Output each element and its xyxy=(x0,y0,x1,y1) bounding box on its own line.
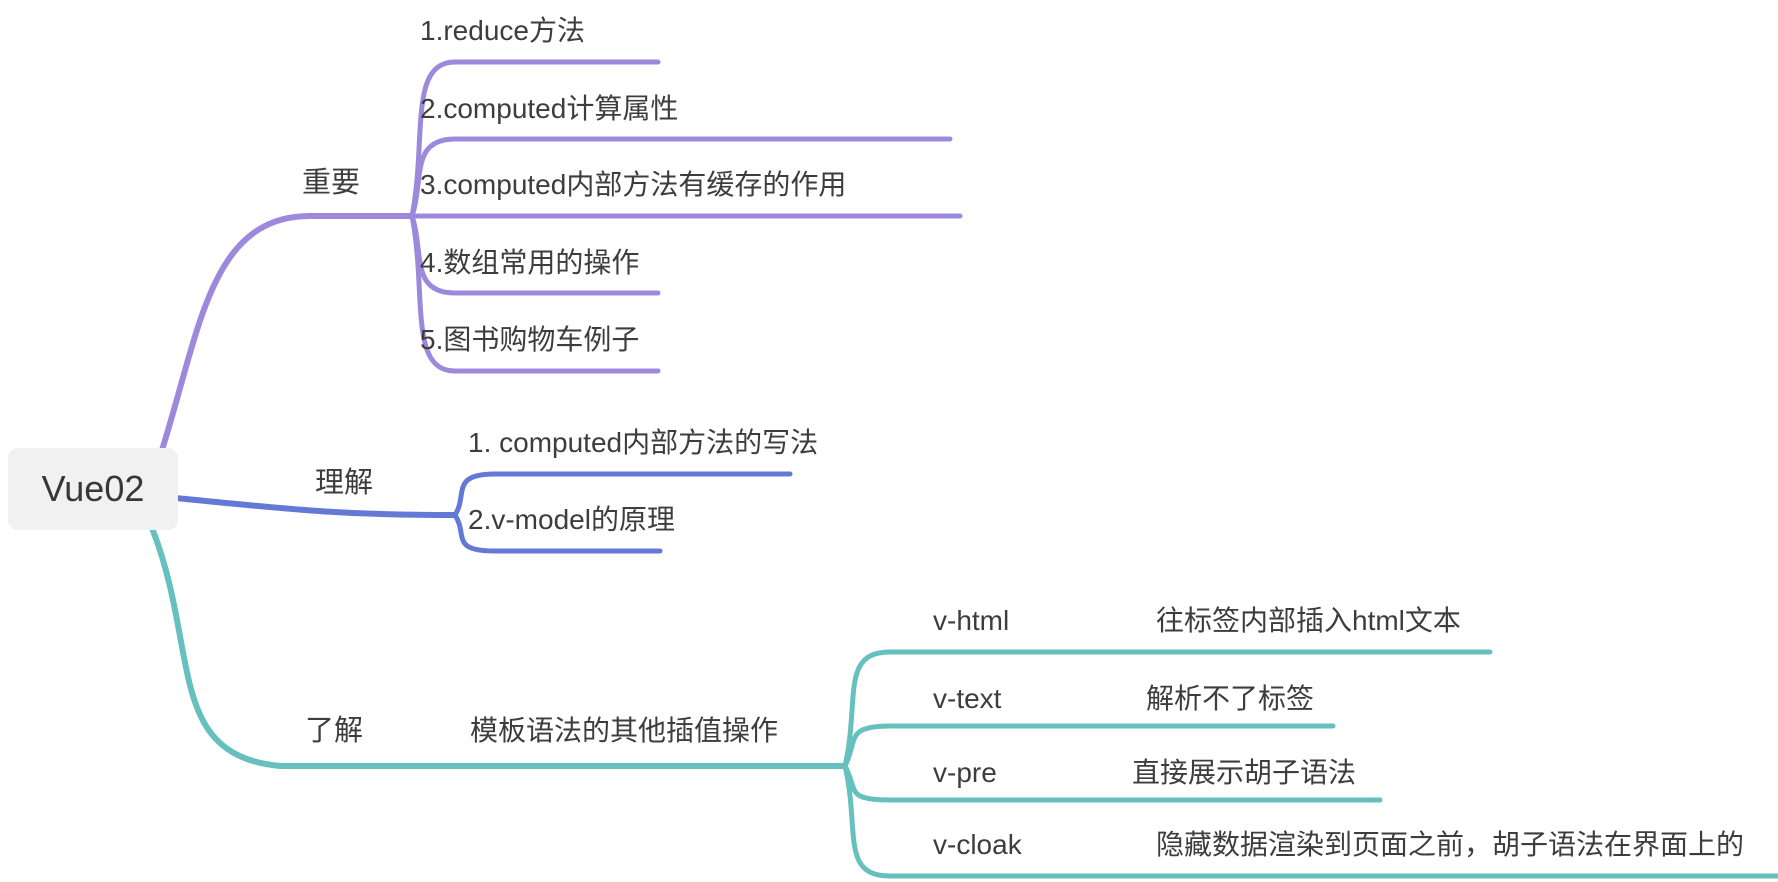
branch-understand-label[interactable]: 理解 xyxy=(315,467,374,499)
branch-understand-lines xyxy=(172,495,458,518)
connector-understand-trunk xyxy=(172,495,458,518)
connector-book-cart xyxy=(409,213,661,374)
connector-vmodel xyxy=(452,512,663,554)
branch-important-lines xyxy=(159,213,415,453)
branch-know-child-lines xyxy=(842,649,1778,879)
topic-array-ops[interactable]: 4.数组常用的操作 xyxy=(420,247,640,278)
connector-vcloak xyxy=(842,763,1778,879)
branch-important-label[interactable]: 重要 xyxy=(302,167,361,199)
topic-vhtml-desc[interactable]: 往标签内部插入html文本 xyxy=(1156,605,1461,636)
topic-vpre-desc[interactable]: 直接展示胡子语法 xyxy=(1132,757,1357,788)
root-node[interactable]: Vue02 xyxy=(8,448,178,530)
branch-know-label[interactable]: 了解 xyxy=(305,715,364,747)
connector-vtext xyxy=(842,723,1336,769)
topic-vtext-desc[interactable]: 解析不了标签 xyxy=(1146,683,1315,714)
branch-understand-child-lines xyxy=(452,471,793,554)
topic-computed-prop[interactable]: 2.computed计算属性 xyxy=(420,93,679,124)
topic-vpre-name[interactable]: v-pre xyxy=(933,757,997,788)
topic-book-cart[interactable]: 5.图书购物车例子 xyxy=(420,324,640,355)
connector-computed-writing xyxy=(452,471,793,518)
connector-important-trunk xyxy=(159,213,415,453)
branch-important-child-lines xyxy=(409,59,963,374)
topic-vcloak-name[interactable]: v-cloak xyxy=(933,829,1022,860)
connector-vhtml xyxy=(842,649,1493,769)
topic-computed-cache[interactable]: 3.computed内部方法有缓存的作用 xyxy=(420,169,847,200)
connector-know-trunk xyxy=(149,525,848,769)
topic-vtext-name[interactable]: v-text xyxy=(933,683,1002,714)
topic-vhtml-name[interactable]: v-html xyxy=(933,605,1010,636)
connector-computed-prop xyxy=(409,136,953,219)
topic-reduce[interactable]: 1.reduce方法 xyxy=(420,15,585,46)
topic-computed-writing[interactable]: 1. computed内部方法的写法 xyxy=(468,427,819,458)
root-node-label: Vue02 xyxy=(41,468,145,509)
topic-template-interpolation[interactable]: 模板语法的其他插值操作 xyxy=(470,715,779,746)
branch-know-lines xyxy=(149,525,848,769)
topic-vmodel[interactable]: 2.v-model的原理 xyxy=(468,504,675,535)
topic-vcloak-desc[interactable]: 隐藏数据渲染到页面之前，胡子语法在界面上的 xyxy=(1156,829,1745,860)
